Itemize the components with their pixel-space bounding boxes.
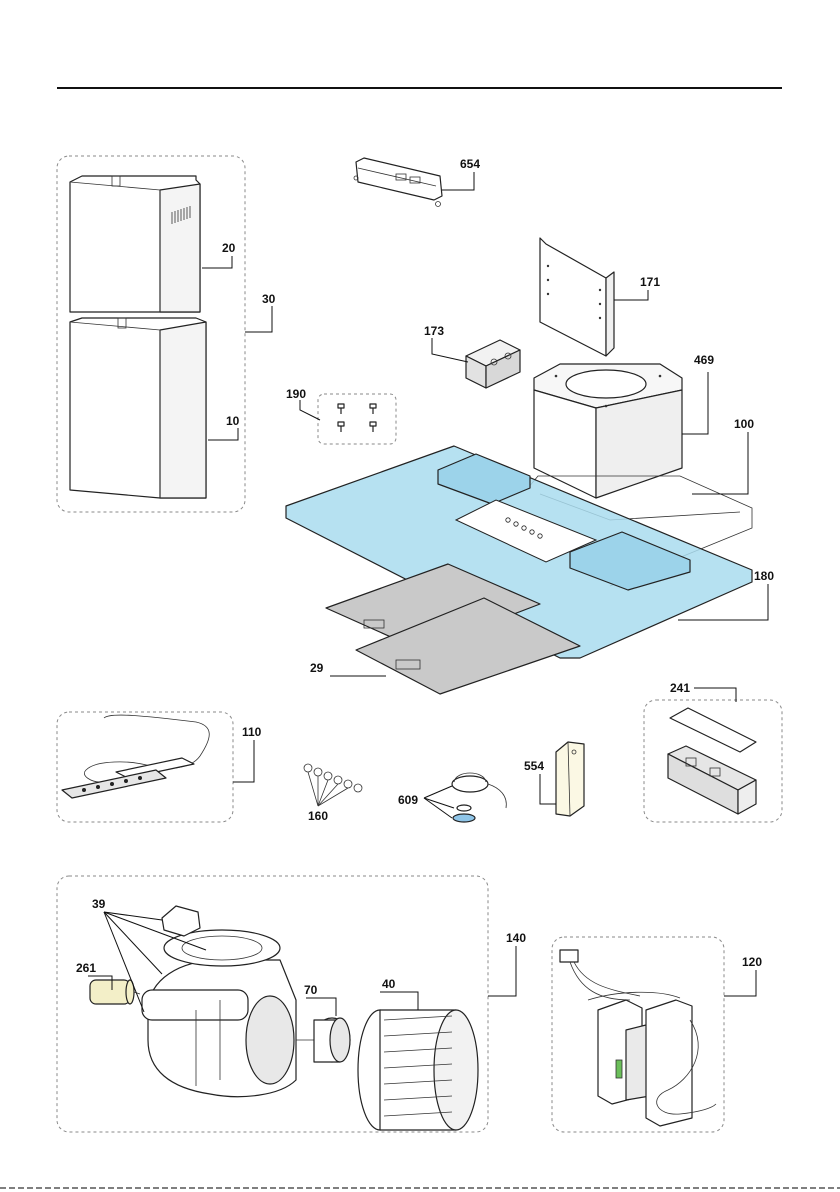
- leader-20: [202, 256, 232, 268]
- label-180: 180: [754, 569, 774, 583]
- motor-70: [296, 1018, 350, 1062]
- leader-554: [540, 774, 556, 804]
- leader-39c: [104, 912, 162, 974]
- button-caps-160: [304, 764, 362, 806]
- leader-609: [424, 786, 452, 798]
- lamp-cover-554: [556, 742, 584, 816]
- leader-654: [442, 172, 474, 190]
- label-190: 190: [286, 387, 306, 401]
- leader-190: [300, 400, 320, 420]
- control-box-241: [668, 708, 756, 814]
- label-554: 554: [524, 759, 544, 773]
- blower-housing: [142, 930, 296, 1097]
- leader-469: [682, 372, 708, 434]
- leader-40: [380, 992, 418, 1010]
- label-140: 140: [506, 931, 526, 945]
- group-box-screws: [318, 394, 396, 444]
- leader-120: [724, 970, 756, 996]
- chimney-support-plate: [540, 238, 614, 356]
- label-10: 10: [226, 414, 240, 428]
- label-40: 40: [382, 977, 396, 991]
- leader-609b: [424, 798, 454, 808]
- label-241: 241: [670, 681, 690, 695]
- leader-10: [208, 428, 238, 440]
- label-160: 160: [308, 809, 328, 823]
- upper-chimney-cover: [70, 176, 200, 312]
- power-unit-120: [560, 950, 716, 1126]
- fan-wheel-40: [358, 1010, 478, 1130]
- label-261: 261: [76, 961, 96, 975]
- label-39: 39: [92, 897, 106, 911]
- control-harness: [62, 715, 209, 798]
- terminal-block: [466, 340, 520, 388]
- leader-171: [614, 290, 648, 300]
- leader-173: [432, 338, 468, 362]
- leader-609c: [424, 798, 452, 818]
- lower-chimney-cover: [70, 318, 206, 498]
- label-469: 469: [694, 353, 714, 367]
- label-30: 30: [262, 292, 276, 306]
- leader-110: [233, 740, 254, 782]
- leader-30: [245, 306, 272, 332]
- label-20: 20: [222, 241, 236, 255]
- leader-70: [306, 998, 336, 1016]
- label-70: 70: [304, 983, 318, 997]
- label-173: 173: [424, 324, 444, 338]
- label-609: 609: [398, 793, 418, 807]
- label-654: 654: [460, 157, 480, 171]
- label-120: 120: [742, 955, 762, 969]
- leader-140: [488, 946, 516, 996]
- bracket-39: [162, 906, 200, 936]
- label-100: 100: [734, 417, 754, 431]
- label-171: 171: [640, 275, 660, 289]
- label-110: 110: [242, 725, 262, 739]
- motor-housing-box: [534, 364, 682, 498]
- top-mounting-bracket: [354, 158, 442, 207]
- screw-set-190: [338, 404, 376, 432]
- lamp-assembly-609: [452, 773, 506, 822]
- leader-39a: [104, 912, 162, 920]
- label-29: 29: [310, 661, 324, 675]
